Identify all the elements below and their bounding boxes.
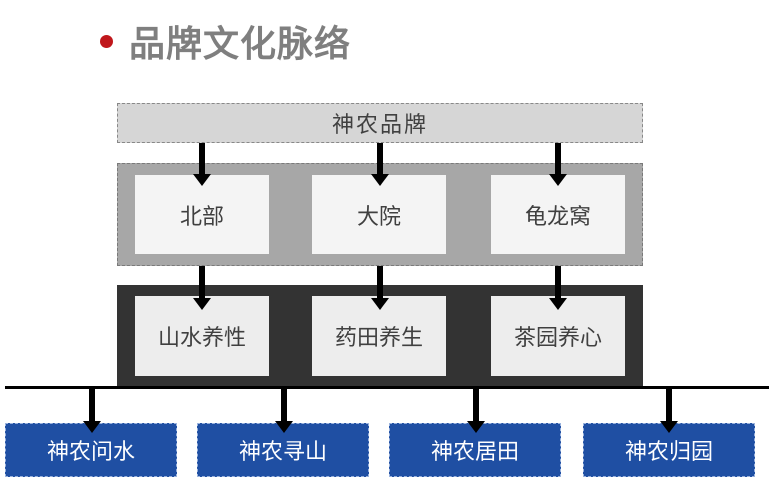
arrow-down-icon bbox=[193, 266, 211, 310]
arrow-down-icon bbox=[275, 389, 293, 433]
arrow-down-icon bbox=[371, 266, 389, 310]
arrow-down-icon bbox=[660, 389, 678, 433]
bullet-icon bbox=[100, 34, 113, 48]
arrow-down-icon bbox=[549, 266, 567, 310]
distribution-line bbox=[5, 386, 769, 389]
page-title: 品牌文化脉络 bbox=[129, 24, 352, 65]
arrow-down-icon bbox=[193, 143, 211, 186]
tier1-node-1: 北部 bbox=[135, 175, 269, 254]
arrow-down-icon bbox=[549, 143, 567, 186]
arrow-down-icon bbox=[371, 143, 389, 186]
title-row: 品牌文化脉络 bbox=[100, 16, 351, 66]
arrow-down-icon bbox=[83, 389, 101, 433]
brand-box: 神农品牌 bbox=[117, 103, 643, 143]
arrow-down-icon bbox=[467, 389, 485, 433]
tier1-node-2: 大院 bbox=[312, 175, 446, 254]
tier1-node-3: 龟龙窝 bbox=[491, 175, 625, 254]
